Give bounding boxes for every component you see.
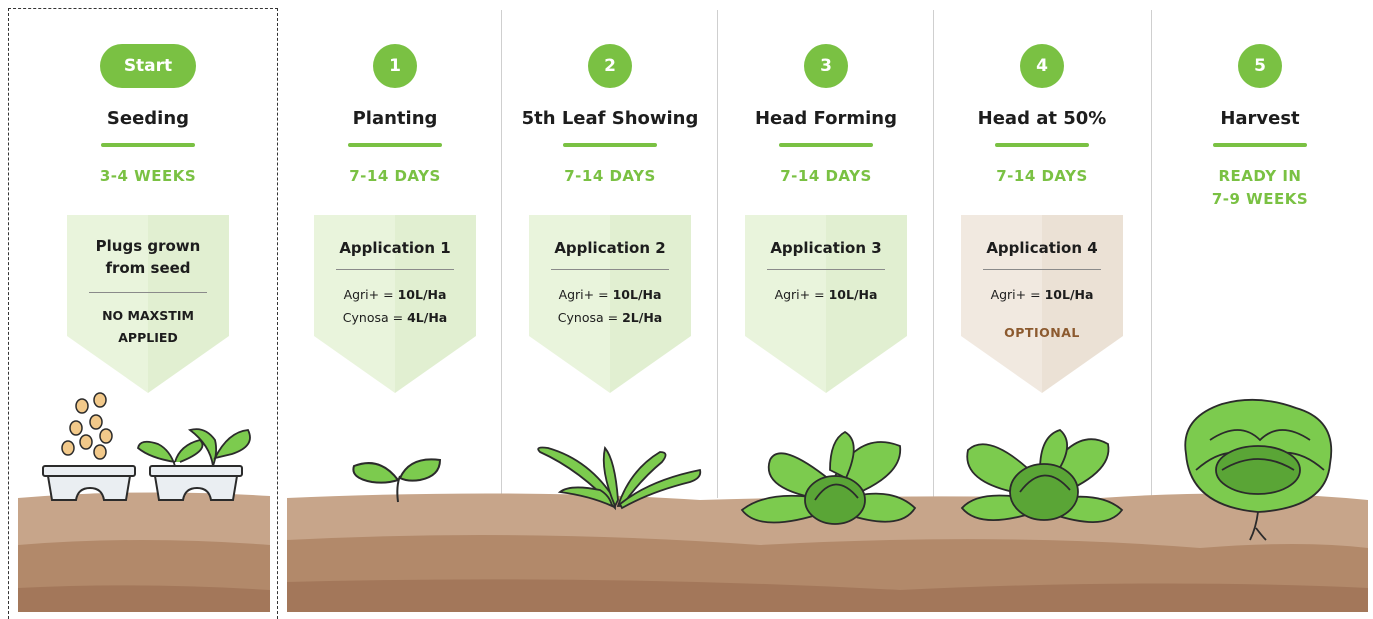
product-name: Agri+: [990, 287, 1027, 302]
card-rule: [551, 269, 669, 270]
lettuce-head-icon: [740, 430, 917, 525]
stage-duration: 3-4 WEEKS: [99, 167, 197, 185]
product-name: Cynosa: [557, 310, 604, 325]
title-underline: [779, 143, 873, 147]
product-name: Agri+: [774, 287, 811, 302]
dose-row: Agri+ = 10L/Ha: [745, 285, 907, 305]
step-badge: 3: [804, 44, 848, 88]
title-underline: [995, 143, 1089, 147]
seedling-icon: [352, 458, 442, 503]
step-badge: 1: [373, 44, 417, 88]
stage-title: Head at 50%: [977, 108, 1107, 129]
harvest-lettuce-icon: [1184, 398, 1333, 541]
equals-sign: =: [607, 310, 619, 325]
stage-planting: 1 Planting 7-14 DAYS Application 1 Agri+…: [287, 0, 503, 619]
equals-sign: =: [598, 287, 609, 302]
stage-head-forming: 3 Head Forming 7-14 DAYS Application 3 A…: [718, 0, 934, 619]
seeding-info-card: Plugs grown from seed NO MAXSTIM APPLIED: [67, 215, 229, 393]
dose-value: 10L/Ha: [828, 287, 878, 302]
step-badge: 2: [588, 44, 632, 88]
stage-title: Planting: [352, 108, 438, 129]
young-plant-icon: [537, 446, 702, 511]
application-title: Application 2: [554, 239, 666, 257]
soil-right: [287, 493, 1368, 612]
stage-seeding: Start Seeding 3-4 WEEKS Plugs grown from…: [40, 0, 256, 619]
equals-sign: =: [814, 287, 825, 302]
title-underline: [563, 143, 657, 147]
step-badge: 5: [1238, 44, 1282, 88]
dose-row: Cynosa = 2L/Ha: [529, 308, 691, 328]
application-card-optional: Application 4 Agri+ = 10L/Ha OPTIONAL: [961, 215, 1123, 393]
equals-sign: =: [383, 287, 394, 302]
stage-head-50: 4 Head at 50% 7-14 DAYS Application 4 Ag…: [934, 0, 1150, 619]
column-divider: [501, 10, 502, 498]
lettuce-half-head-icon: [960, 428, 1124, 523]
column-divider: [933, 10, 934, 498]
stage-duration: 7-14 DAYS: [349, 167, 441, 185]
dose-row: Cynosa = 4L/Ha: [314, 308, 476, 328]
stage-title: Head Forming: [754, 108, 897, 129]
card-note-line: APPLIED: [118, 330, 178, 345]
application-card: Application 2 Agri+ = 10L/Ha Cynosa = 2L…: [529, 215, 691, 393]
column-divider: [1151, 10, 1152, 498]
soil-left: [18, 492, 270, 612]
stage-duration: 7-9 WEEKS: [1211, 190, 1309, 208]
product-name: Agri+: [558, 287, 595, 302]
stage-duration: READY IN: [1218, 167, 1302, 185]
equals-sign: =: [392, 310, 404, 325]
product-name: Agri+: [343, 287, 380, 302]
seeding-stage-frame: [8, 8, 278, 619]
dose-value: 10L/Ha: [612, 287, 662, 302]
step-badge: 4: [1020, 44, 1064, 88]
product-name: Cynosa: [342, 310, 389, 325]
card-title-line: Plugs grown: [95, 237, 201, 255]
stage-title: Harvest: [1220, 108, 1300, 129]
title-underline: [348, 143, 442, 147]
dose-value: 10L/Ha: [397, 287, 447, 302]
card-rule: [336, 269, 454, 270]
column-divider: [717, 10, 718, 498]
card-note-line: NO MAXSTIM: [102, 308, 194, 323]
stage-duration: 7-14 DAYS: [996, 167, 1088, 185]
stage-duration: 7-14 DAYS: [780, 167, 872, 185]
dose-value: 4L/Ha: [407, 310, 448, 325]
application-card: Application 1 Agri+ = 10L/Ha Cynosa = 4L…: [314, 215, 476, 393]
card-title-line: from seed: [105, 259, 191, 277]
stage-title: Seeding: [106, 108, 190, 129]
start-badge: Start: [100, 44, 196, 88]
card-rule: [983, 269, 1101, 270]
dose-row: Agri+ = 10L/Ha: [961, 285, 1123, 305]
stage-harvest: 5 Harvest READY IN 7-9 WEEKS: [1152, 0, 1368, 619]
card-rule: [767, 269, 885, 270]
title-underline: [101, 143, 195, 147]
dose-row: Agri+ = 10L/Ha: [314, 285, 476, 305]
title-underline: [1213, 143, 1307, 147]
stage-title: 5th Leaf Showing: [521, 108, 699, 129]
card-rule: [89, 292, 207, 293]
seed-tray-icon: [42, 392, 251, 501]
application-card: Application 3 Agri+ = 10L/Ha: [745, 215, 907, 393]
dose-row: Agri+ = 10L/Ha: [529, 285, 691, 305]
stage-duration: 7-14 DAYS: [564, 167, 656, 185]
optional-label: OPTIONAL: [1004, 325, 1080, 340]
equals-sign: =: [1030, 287, 1041, 302]
dose-value: 10L/Ha: [1044, 287, 1094, 302]
application-title: Application 4: [986, 239, 1098, 257]
application-title: Application 3: [770, 239, 882, 257]
dose-value: 2L/Ha: [622, 310, 663, 325]
application-title: Application 1: [339, 239, 451, 257]
stage-fifth-leaf: 2 5th Leaf Showing 7-14 DAYS Application…: [502, 0, 718, 619]
